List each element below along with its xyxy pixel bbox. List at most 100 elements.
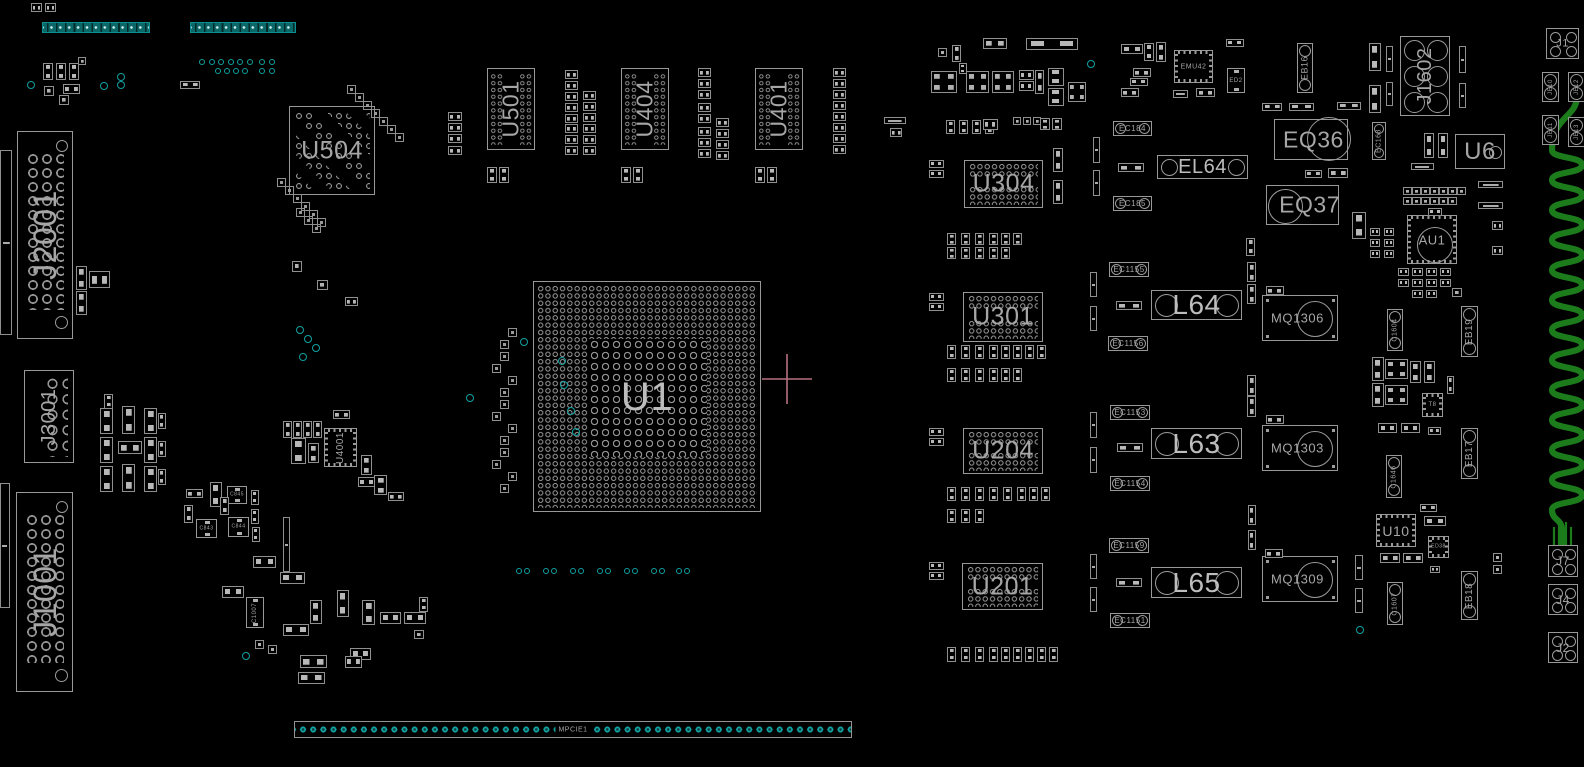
- component-j1602[interactable]: J1602: [1400, 36, 1450, 116]
- component-u501[interactable]: U501: [487, 68, 535, 150]
- pad: [235, 499, 240, 502]
- component-j1[interactable]: J1: [1546, 28, 1579, 59]
- corner-pad: [1332, 299, 1335, 302]
- component-j1001[interactable]: J1001: [16, 492, 73, 692]
- passive-component: [1053, 180, 1063, 204]
- pad-circle: [1463, 464, 1476, 477]
- component-ec168[interactable]: EC168: [1372, 122, 1386, 160]
- pad-row: [968, 431, 1038, 445]
- component-u401[interactable]: U401: [755, 68, 803, 150]
- passive-component: [833, 134, 846, 143]
- passive-component: [961, 487, 970, 501]
- component-mq1306[interactable]: MQ1306: [1262, 295, 1338, 341]
- component-je12[interactable]: JE12: [1568, 72, 1584, 102]
- component-label: U1: [620, 374, 674, 419]
- passive-component: [929, 572, 944, 580]
- passive-component: [251, 490, 259, 505]
- pad-circle: [1112, 478, 1123, 489]
- component-ec1155[interactable]: EC1155: [1109, 262, 1149, 277]
- component-eq36[interactable]: EQ36: [1274, 117, 1351, 161]
- passive-component: [122, 406, 135, 434]
- passive-component: [1001, 368, 1010, 382]
- passive-component: [1025, 345, 1034, 359]
- component-au1[interactable]: AU1: [1407, 215, 1457, 264]
- component-u404[interactable]: U404: [621, 68, 669, 150]
- passive-component: [947, 233, 956, 245]
- component-eb17[interactable]: EB17: [1461, 428, 1478, 479]
- passive-component: [716, 129, 729, 138]
- component-je13[interactable]: JE13: [1568, 117, 1584, 147]
- component-label: EC184: [1119, 123, 1146, 133]
- component-u204[interactable]: U204: [963, 428, 1043, 474]
- passive-component: [1090, 412, 1097, 438]
- passive-component: [1424, 516, 1446, 526]
- component-c843[interactable]: C843: [196, 519, 217, 538]
- component-l63[interactable]: L63: [1151, 428, 1242, 459]
- component-u4001[interactable]: U4001: [324, 428, 357, 467]
- component-ec1151[interactable]: EC1151: [1110, 613, 1150, 628]
- component-t8[interactable]: T8: [1422, 393, 1443, 417]
- component-u201[interactable]: U201: [962, 563, 1043, 610]
- passive-component: [961, 509, 970, 523]
- component-emu42[interactable]: EMU42: [1174, 50, 1213, 83]
- component-c844[interactable]: C844: [228, 517, 249, 537]
- component-u504[interactable]: U504: [289, 106, 375, 195]
- component-mq1303[interactable]: MQ1303: [1262, 425, 1338, 471]
- component-ec1156[interactable]: EC1156: [1108, 336, 1148, 351]
- component-j7[interactable]: J7: [1548, 545, 1578, 577]
- pad-row: [968, 452, 1038, 471]
- component-je10[interactable]: JE10: [1542, 72, 1559, 102]
- mounting-hole: [56, 501, 68, 513]
- component-c845[interactable]: C845: [227, 486, 247, 504]
- component-c1607[interactable]: C1607: [1387, 582, 1403, 625]
- component-j2[interactable]: J2: [1548, 632, 1578, 663]
- component-u10[interactable]: U10: [1376, 514, 1416, 547]
- passive-component: [1421, 197, 1430, 205]
- component-ed38[interactable]: ED38: [1428, 536, 1449, 558]
- stitch-pad: [347, 85, 356, 94]
- component-mq1309[interactable]: MQ1309: [1262, 556, 1338, 602]
- component-ec1154[interactable]: EC1154: [1110, 476, 1150, 491]
- component-eq37[interactable]: EQ37: [1266, 185, 1340, 225]
- component-c1007[interactable]: C1007: [246, 597, 264, 628]
- component-ed2[interactable]: ED2: [1227, 68, 1245, 93]
- component-j4[interactable]: J4: [1548, 584, 1578, 615]
- component-u301[interactable]: U301: [963, 292, 1043, 342]
- pad-column: [758, 73, 771, 145]
- component-ec184[interactable]: EC184: [1113, 121, 1152, 136]
- passive-component: [337, 590, 349, 617]
- component-mpcie1[interactable]: MPCIE1: [294, 721, 852, 738]
- component-u6[interactable]: U6: [1455, 134, 1505, 169]
- component-u304[interactable]: U304: [964, 160, 1043, 208]
- passive-component: [929, 293, 944, 301]
- component-j2001[interactable]: J2001: [17, 131, 73, 339]
- component-pad: [1307, 117, 1351, 161]
- component-eb16[interactable]: EB16: [1297, 43, 1313, 93]
- component-label: JE13: [1573, 124, 1580, 140]
- component-u1[interactable]: U1: [533, 281, 761, 512]
- connector-pin: [1552, 588, 1563, 599]
- component-j3001[interactable]: J3001: [24, 370, 74, 463]
- passive-component: [1048, 88, 1064, 106]
- component-c1604[interactable]: C1604: [1387, 309, 1403, 351]
- passive-component: [833, 123, 846, 132]
- component-ec185[interactable]: EC185: [1113, 196, 1152, 211]
- component-l65[interactable]: L65: [1151, 567, 1242, 598]
- corner-pad: [1332, 429, 1335, 432]
- component-eb18[interactable]: EB18: [1461, 571, 1478, 620]
- passive-component: [1448, 197, 1457, 205]
- component-c1646[interactable]: C1646: [1386, 455, 1402, 498]
- via: [1356, 626, 1364, 634]
- component-el64[interactable]: EL64: [1157, 155, 1248, 179]
- passive-component: [1448, 187, 1457, 195]
- component-label: EC185: [1119, 198, 1146, 208]
- component-ec1159[interactable]: EC1159: [1109, 538, 1149, 553]
- component-je11[interactable]: JE11: [1542, 115, 1559, 145]
- passive-component: [255, 640, 264, 649]
- component-l64[interactable]: L64: [1151, 290, 1242, 320]
- antenna-trace-fanout: [1552, 522, 1573, 547]
- component-ec1153[interactable]: EC1153: [1110, 405, 1150, 420]
- passive-component: [362, 600, 375, 625]
- component-eb19[interactable]: EB19: [1461, 306, 1478, 357]
